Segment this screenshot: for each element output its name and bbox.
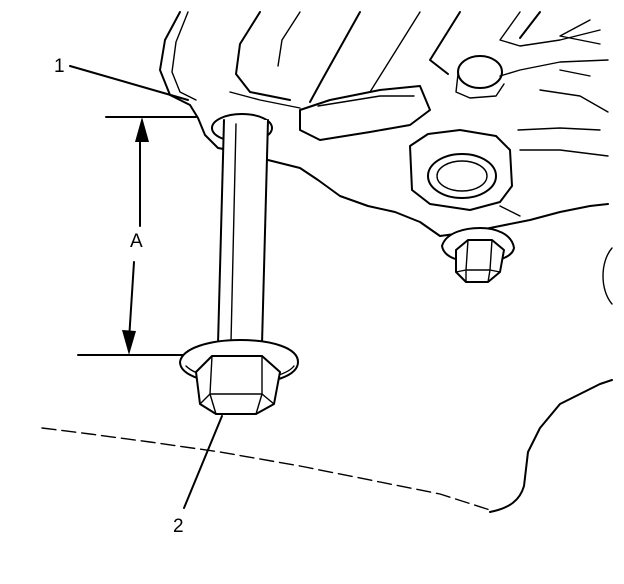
callout-1-leader bbox=[69, 65, 189, 101]
dimension-a-label: A bbox=[130, 231, 143, 252]
callout-2: 2 bbox=[173, 415, 223, 537]
callout-2-label: 2 bbox=[173, 516, 184, 537]
bolt-hex-head bbox=[195, 355, 281, 415]
housing-casting bbox=[159, 11, 613, 305]
dimension-arrow-down-shaft bbox=[128, 261, 135, 341]
arrowhead-down bbox=[122, 330, 136, 355]
callout-2-leader bbox=[183, 415, 223, 509]
bolt-shank bbox=[217, 119, 269, 345]
callout-1-label: 1 bbox=[54, 56, 65, 77]
installed-bolt-head bbox=[441, 227, 515, 283]
arrowhead-up bbox=[135, 117, 149, 142]
bolt bbox=[179, 113, 299, 415]
dimension-a: A bbox=[77, 116, 197, 356]
lower-component-outline bbox=[41, 379, 613, 513]
callout-1: 1 bbox=[54, 56, 189, 101]
